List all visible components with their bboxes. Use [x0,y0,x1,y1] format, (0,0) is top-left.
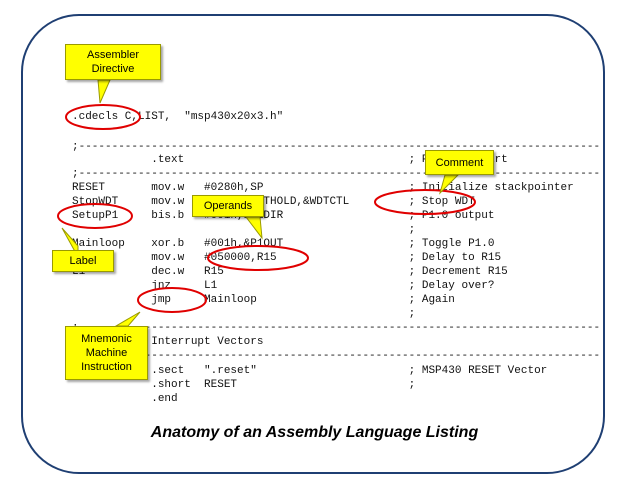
code-line-jmp: jmp Mainloop ; Again [72,294,455,306]
listing-panel [21,14,605,474]
assembler-directive-callout: Assembler Directive [65,44,161,80]
code-line-jnz: jnz L1 ; Delay over? [72,280,495,292]
code-line-end: .end [72,393,178,405]
blank-comment-line: ; [72,224,416,236]
mnemonic-callout: Mnemonic Machine Instruction [65,326,148,380]
code-line-delay: mov.w #050000,R15 ; Delay to R15 [72,252,502,264]
code-line-sect: .sect ".reset" ; MSP430 RESET Vector [72,365,548,377]
code-line-stopwdt: StopWDT mov.w #WDTPW+WDTHOLD,&WDTCTL ; S… [72,196,475,208]
comment-callout: Comment [425,150,494,175]
code-line-mainloop: Mainloop xor.b #001h,&P1OUT ; Toggle P1.… [72,238,495,250]
separator-line: ;---------------------------------------… [72,168,601,180]
code-line-reset: RESET mov.w #0280h,SP ; Initialize stack… [72,182,574,194]
operands-callout: Operands [192,195,264,217]
code-line-l1: L1 dec.w R15 ; Decrement R15 [72,266,508,278]
figure-caption: Anatomy of an Assembly Language Listing [150,424,479,441]
code-line-short: .short RESET ; [72,379,416,391]
separator-line: ;---------------------------------------… [72,350,601,362]
directive-line: .cdecls C,LIST, "msp430x20x3.h" [72,111,284,123]
separator-line: ;---------------------------------------… [72,141,601,153]
separator-line: ;---------------------------------------… [72,322,601,334]
code-line-setupp1: SetupP1 bis.b #001h,&P1DIR ; P1.0 output [72,210,495,222]
blank-comment-line: ; [72,308,416,320]
label-callout: Label [52,250,114,272]
